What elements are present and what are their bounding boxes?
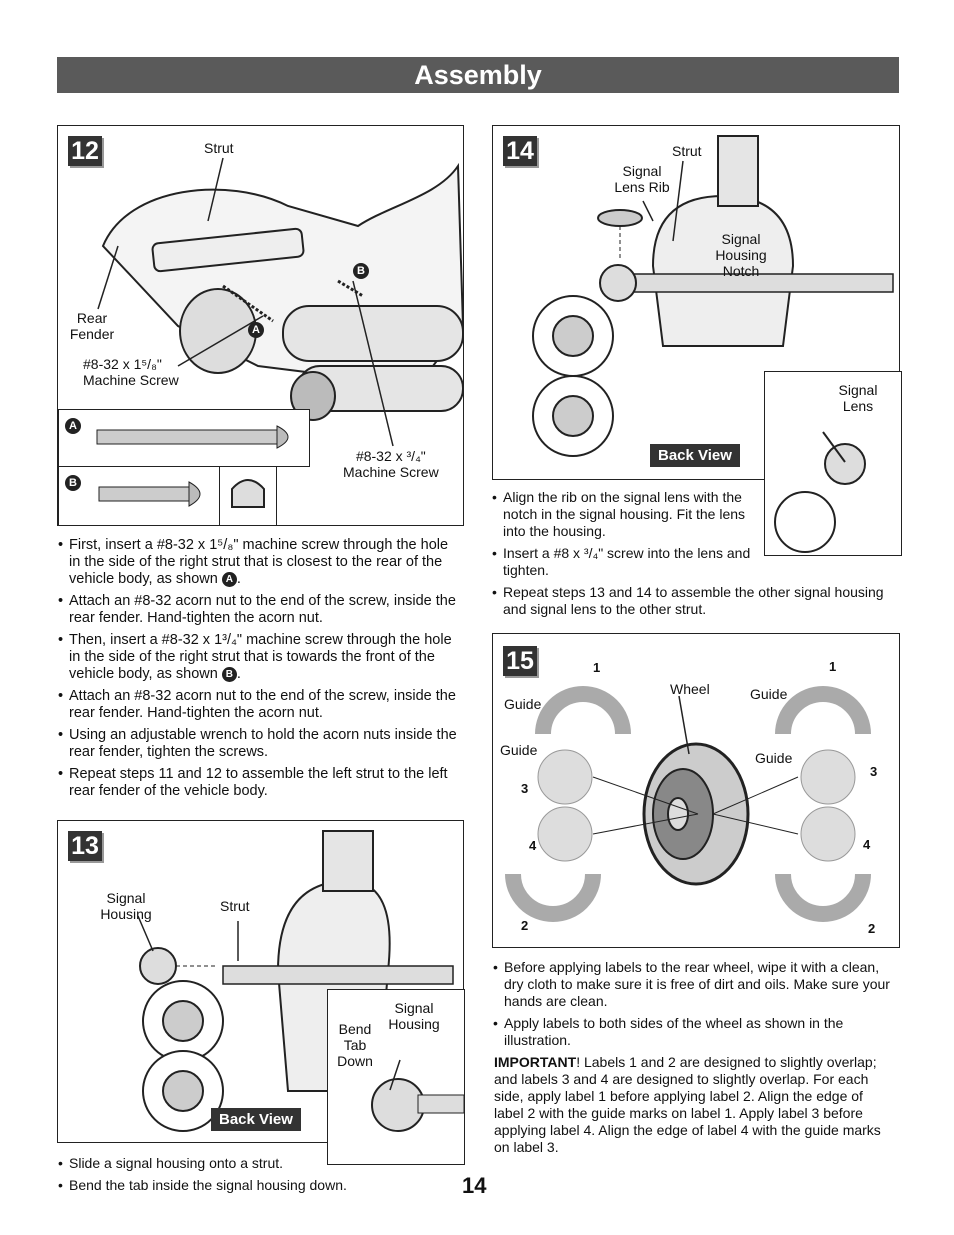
short-screw-label: #8-32 x ³/₄" Machine Screw: [343, 448, 439, 480]
signal-lens-label: Signal Lens: [838, 382, 878, 414]
label-number-3: 3: [521, 781, 529, 796]
callout-b: B: [221, 666, 237, 682]
callout-a: A: [221, 571, 237, 587]
back-view-label: Back View: [211, 1108, 301, 1131]
screw-a-box: A: [58, 409, 310, 467]
step-13-instructions: Slide a signal housing onto a strut. Ben…: [58, 1155, 388, 1199]
label-number-2: 2: [521, 918, 529, 933]
label-number-1: 1: [829, 659, 837, 674]
step-number: 12: [68, 136, 102, 166]
label-number-4: 4: [863, 837, 871, 852]
list-item: Align the rib on the signal lens with th…: [492, 489, 762, 540]
list-item: Slide a signal housing onto a strut.: [58, 1155, 388, 1172]
list-item: First, insert a #8-32 x 1⁵/₈" machine sc…: [58, 537, 460, 588]
callout-a: A: [248, 322, 264, 338]
step-13-detail-inset: Bend Tab Down Signal Housing: [327, 989, 465, 1165]
step-number: 15: [503, 646, 537, 676]
callout-a: A: [65, 418, 81, 434]
label-number-1: 1: [593, 660, 601, 675]
acorn-nut-box: [219, 466, 277, 525]
signal-housing-label: Signal Housing: [388, 1000, 440, 1032]
important-label: IMPORTANT: [494, 1054, 577, 1070]
list-item: Repeat steps 11 and 12 to assemble the l…: [58, 766, 460, 800]
step-number: 13: [68, 831, 102, 861]
callout-b: B: [65, 475, 81, 491]
screw-b-box: B: [58, 466, 220, 525]
list-item: Using an adjustable wrench to hold the a…: [58, 727, 460, 761]
step-14-instructions-continued: Repeat steps 13 and 14 to assemble the o…: [492, 584, 892, 623]
step-12-panel: 12 Strut Rear Fender #8-32 x 1⁵/₈" Machi…: [57, 125, 464, 526]
step-14-panel: 14 Strut Signal Lens Rib Signal Housing …: [492, 125, 900, 480]
label-number-2: 2: [868, 921, 876, 936]
back-view-label: Back View: [650, 444, 740, 467]
page-number: 14: [462, 1173, 487, 1198]
list-item: Insert a #8 x ³/₄" screw into the lens a…: [492, 545, 762, 579]
step-12-instructions: First, insert a #8-32 x 1⁵/₈" machine sc…: [58, 537, 460, 805]
step-15-panel: 15 Wheel Guide Guide Guide Guide 1 1 3 3…: [492, 633, 900, 948]
signal-lens-rib-label: Signal Lens Rib: [614, 163, 670, 195]
step-12-illustration: [97, 157, 463, 447]
strut-label: Strut: [672, 143, 702, 159]
step-15-instructions: Before applying labels to the rear wheel…: [493, 959, 893, 1054]
step-14-detail-inset: Signal Lens: [764, 371, 902, 556]
long-screw-label: #8-32 x 1⁵/₈" Machine Screw: [83, 356, 179, 388]
signal-housing-notch-label: Signal Housing Notch: [715, 231, 767, 279]
important-note: IMPORTANT! Labels 1 and 2 are designed t…: [494, 1054, 881, 1155]
guide-label: Guide: [755, 750, 793, 766]
step-14-illustration: [532, 135, 894, 457]
strut-label: Strut: [220, 898, 250, 914]
rear-fender-label: Rear Fender: [69, 310, 115, 342]
guide-label: Guide: [504, 696, 542, 712]
list-item: Apply labels to both sides of the wheel …: [493, 1015, 893, 1049]
guide-label: Guide: [750, 686, 788, 702]
step-15-illustration: [505, 686, 871, 922]
label-number-3: 3: [870, 764, 878, 779]
list-item: Attach an #8-32 acorn nut to the end of …: [58, 593, 460, 627]
label-number-4: 4: [529, 838, 537, 853]
list-item: Before applying labels to the rear wheel…: [493, 959, 893, 1010]
wheel-label: Wheel: [670, 681, 710, 697]
bend-tab-down-label: Bend Tab Down: [337, 1021, 373, 1069]
page-title: Assembly: [57, 57, 899, 93]
list-item: Bend the tab inside the signal housing d…: [58, 1177, 388, 1194]
list-item: Repeat steps 13 and 14 to assemble the o…: [492, 584, 892, 618]
step-number: 14: [503, 136, 537, 166]
signal-housing-label: Signal Housing: [100, 890, 152, 922]
step-14-instructions: Align the rib on the signal lens with th…: [492, 489, 762, 584]
guide-label: Guide: [500, 742, 538, 758]
strut-label: Strut: [204, 140, 234, 156]
list-item: Attach an #8-32 acorn nut to the end of …: [58, 688, 460, 722]
callout-b: B: [353, 263, 369, 279]
list-item: Then, insert a #8-32 x 1³/₄" machine scr…: [58, 632, 460, 683]
